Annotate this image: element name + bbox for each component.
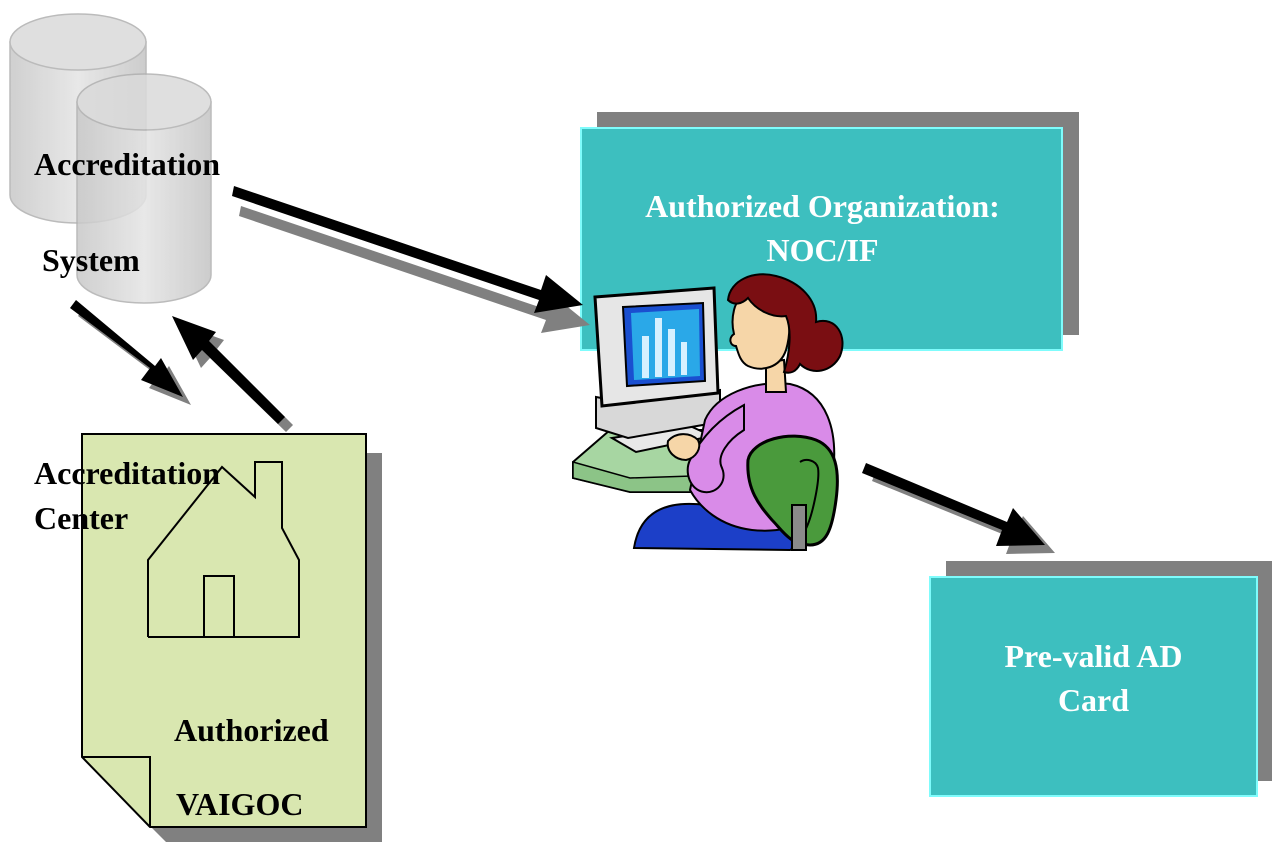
chair-post xyxy=(791,504,807,551)
document-label-line2: VAIGOC xyxy=(176,786,304,822)
card-box-label: Pre-valid AD Card xyxy=(930,634,1257,722)
person-hair xyxy=(726,273,844,374)
arrow-operator-to-card xyxy=(862,463,1055,554)
arrow-system-to-org xyxy=(232,186,590,333)
person-hand xyxy=(666,433,701,462)
document-page-icon xyxy=(81,433,382,842)
card-box-body xyxy=(929,576,1258,797)
accreditation-system-label-line1: Accreditation xyxy=(34,146,221,182)
database-cylinders-icon xyxy=(9,13,212,304)
house-icon xyxy=(147,461,300,638)
document-label-line1: Authorized xyxy=(174,712,329,748)
person-arm xyxy=(686,403,745,494)
accreditation-center-label-line1: Accreditation xyxy=(34,455,221,491)
authorized-org-label: Authorized Organization: NOC/IF xyxy=(582,184,1063,272)
document-fold xyxy=(82,756,151,827)
document-body xyxy=(81,433,367,828)
arrow-center-to-system xyxy=(172,316,293,432)
authorized-org-line2: NOC/IF xyxy=(766,232,879,268)
card-box xyxy=(929,561,1272,797)
arrow-system-to-center xyxy=(70,300,191,405)
card-box-line1: Pre-valid AD xyxy=(1004,638,1183,674)
authorized-org-line1: Authorized Organization: xyxy=(645,188,1000,224)
accreditation-system-label-line2: System xyxy=(42,242,140,278)
card-box-line2: Card xyxy=(1057,682,1130,718)
person-at-computer-icon xyxy=(572,273,844,552)
cylinder-front xyxy=(76,73,212,304)
accreditation-center-label-line2: Center xyxy=(34,500,129,536)
